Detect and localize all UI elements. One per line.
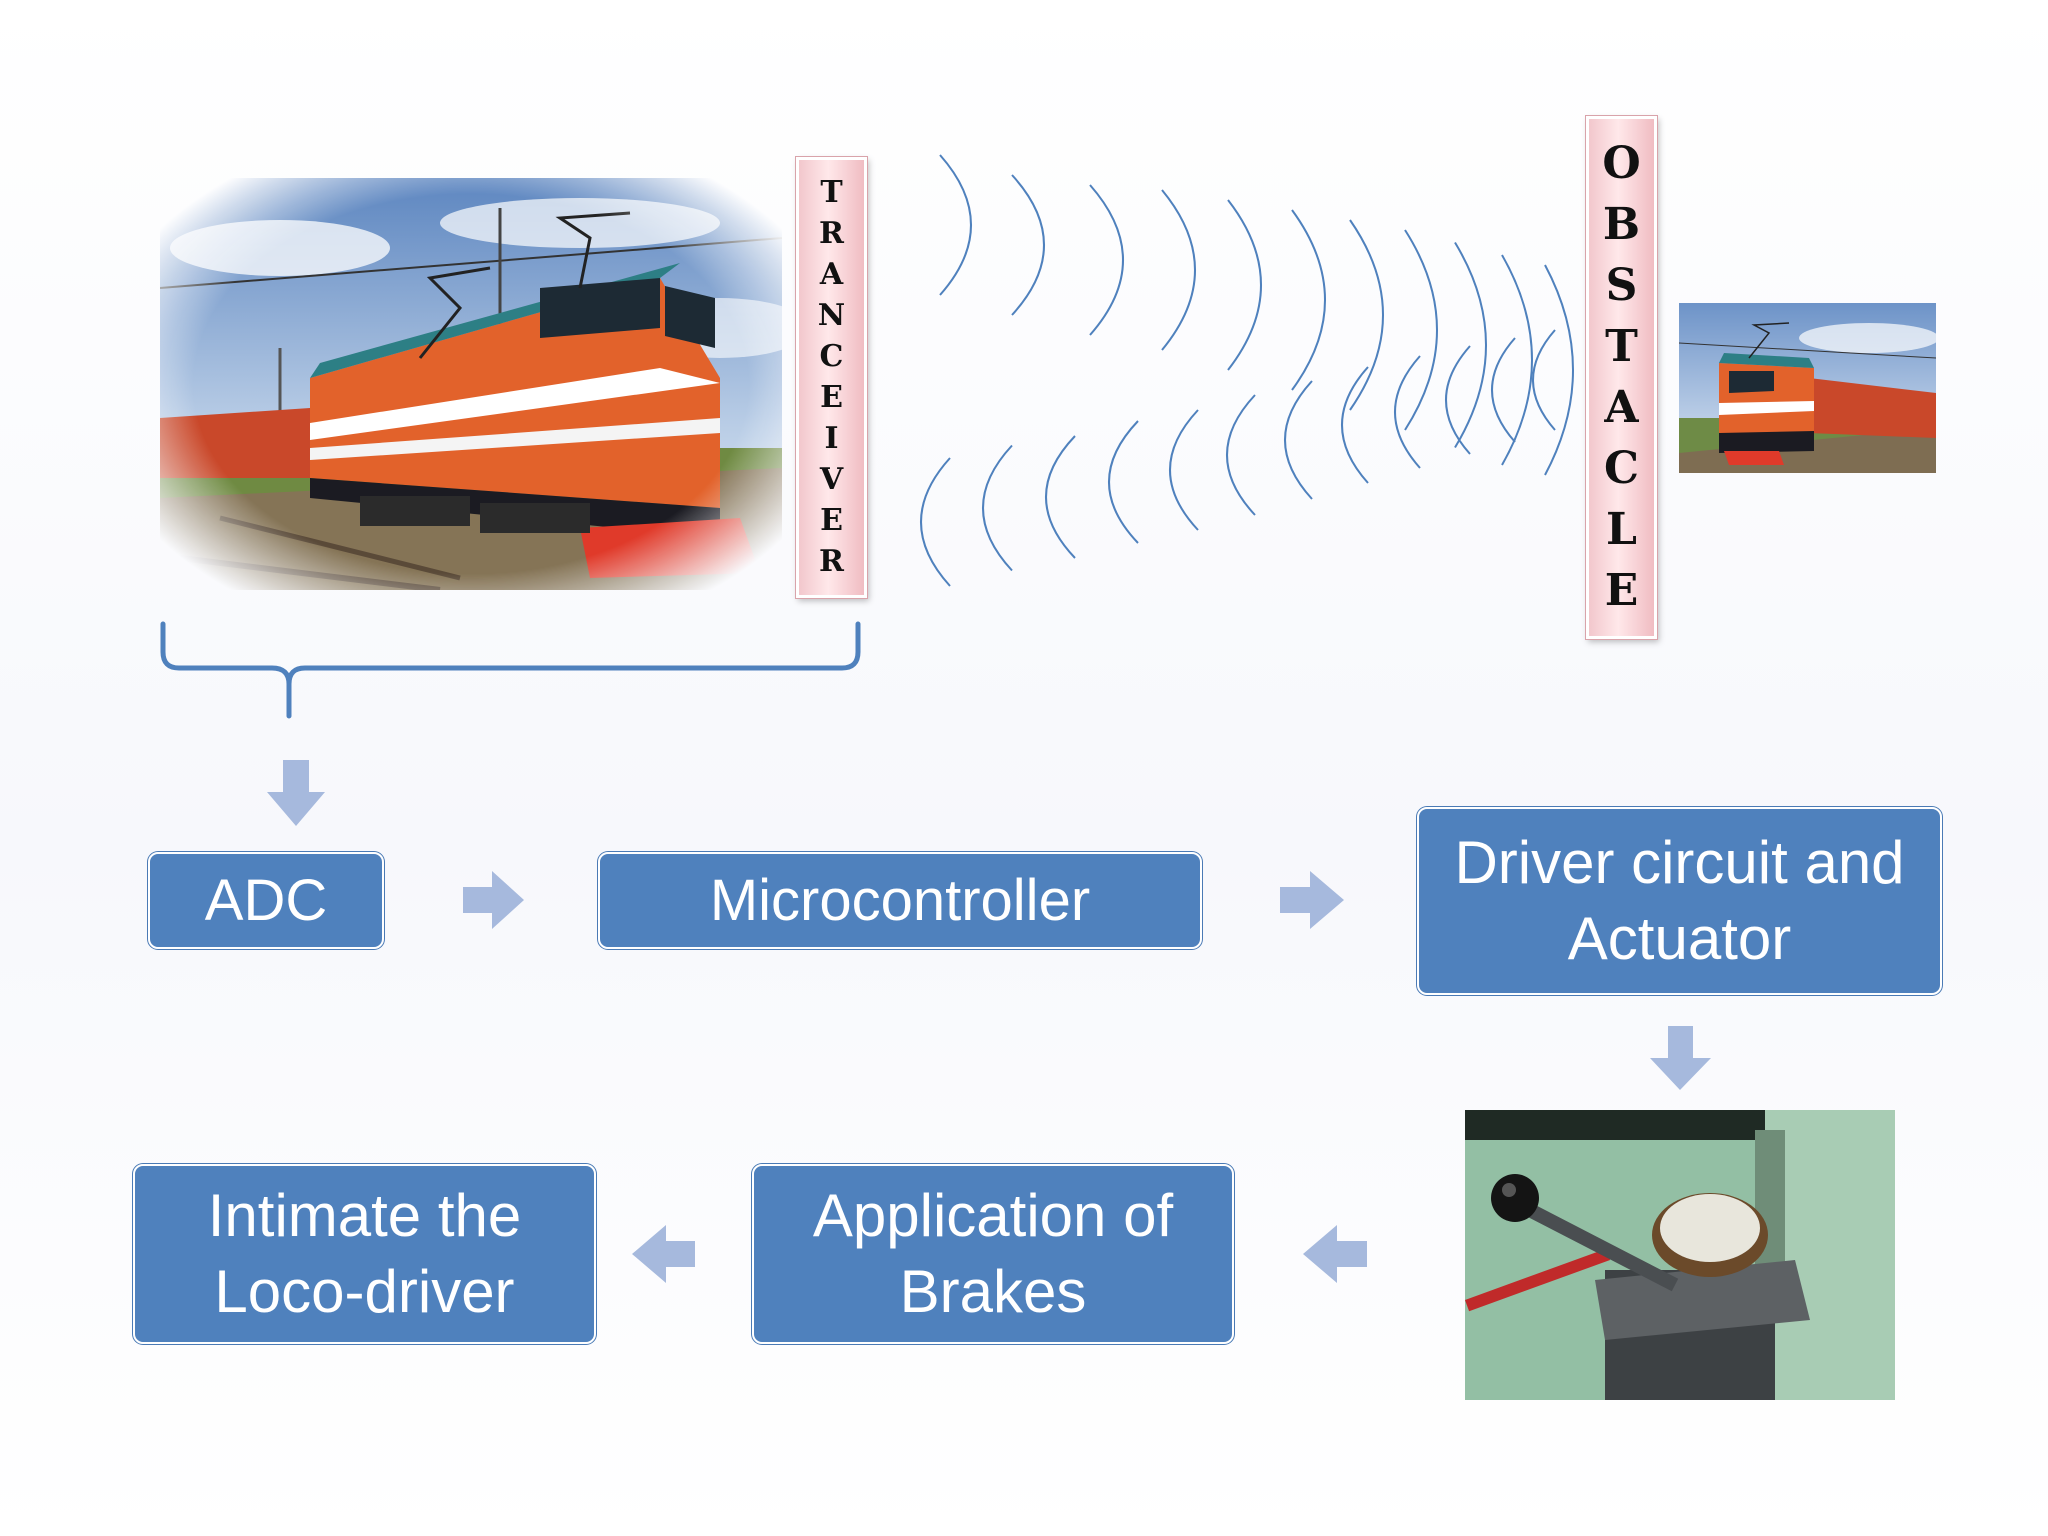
driver-circuit-box: Driver circuit and Actuator (1417, 807, 1942, 995)
obstacle-letter: E (1604, 565, 1639, 617)
obstacle-letter: A (1604, 382, 1639, 434)
adc-box: ADC (148, 852, 384, 949)
transceiver-letter: V (819, 462, 844, 498)
transceiver-letter: A (819, 256, 844, 292)
brakes-box: Application of Brakes (752, 1164, 1234, 1344)
obstacle-locomotive-photo (1679, 303, 1936, 473)
adc-box-label: ADC (204, 868, 328, 933)
intimate-driver-box-label: Intimate the Loco-driver (207, 1182, 522, 1325)
transceiver-letter: N (817, 297, 846, 333)
obstacle-letter: L (1606, 504, 1637, 556)
obstacle-letter: B (1602, 198, 1641, 250)
transceiver-letter: T (820, 174, 843, 210)
transceiver-letter: R (819, 544, 844, 580)
driver-circuit-box-label: Driver circuit and Actuator (1454, 829, 1905, 972)
transceiver-letter: I (824, 421, 839, 457)
transceiver-letter: E (820, 503, 843, 539)
microcontroller-box-label: Microcontroller (709, 868, 1091, 933)
obstacle-letter: S (1605, 259, 1638, 311)
intimate-driver-box: Intimate the Loco-driver (133, 1164, 596, 1344)
obstacle-letter: T (1605, 320, 1638, 372)
brakes-box-label: Application of Brakes (812, 1182, 1174, 1325)
locomotive-photo (160, 178, 782, 590)
obstacle-letter: C (1603, 443, 1640, 495)
microcontroller-box: Microcontroller (598, 852, 1202, 949)
transceiver-letter: E (820, 380, 843, 416)
obstacle-letter: O (1602, 137, 1641, 189)
brake-lever-photo (1465, 1110, 1895, 1400)
transceiver-letter: R (819, 215, 844, 251)
transceiver-letter: C (819, 338, 844, 374)
